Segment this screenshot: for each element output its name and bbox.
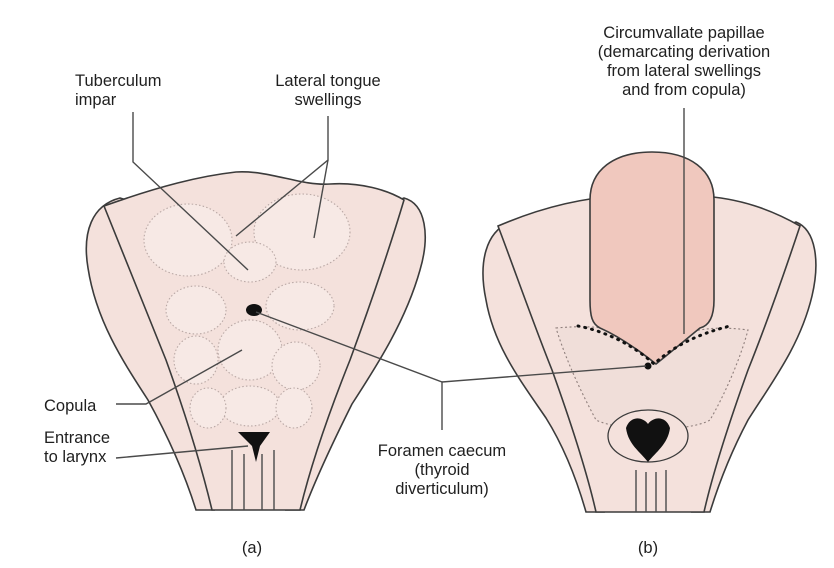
foramen-caecum-a bbox=[246, 304, 262, 316]
left-arch-swelling bbox=[174, 336, 218, 384]
copula-swelling bbox=[218, 320, 282, 380]
label-foramen-2: (thyroid bbox=[414, 461, 469, 479]
label-tuberculum-2: impar bbox=[75, 91, 117, 109]
tongue-body-b bbox=[590, 152, 714, 364]
label-circumvallate-1: Circumvallate papillae bbox=[603, 24, 764, 42]
right-lower-swelling bbox=[266, 282, 334, 330]
label-copula: Copula bbox=[44, 397, 97, 415]
label-lateral-2: swellings bbox=[295, 91, 362, 109]
panel-a-caption: (a) bbox=[242, 539, 262, 557]
left-lower-swelling bbox=[166, 286, 226, 334]
right-arytenoid bbox=[276, 388, 312, 428]
label-foramen-1: Foramen caecum bbox=[378, 442, 506, 460]
label-circumvallate-2: (demarcating derivation bbox=[598, 43, 770, 61]
right-arch-swelling bbox=[272, 342, 320, 390]
tuberculum-impar bbox=[224, 242, 276, 282]
label-entrance-2: to larynx bbox=[44, 448, 107, 466]
panel-b-illustration bbox=[483, 152, 816, 512]
label-circumvallate-3: from lateral swellings bbox=[607, 62, 761, 80]
label-tuberculum-1: Tuberculum bbox=[75, 72, 162, 90]
label-entrance-1: Entrance bbox=[44, 429, 110, 447]
label-lateral-1: Lateral tongue bbox=[275, 72, 381, 90]
left-arytenoid bbox=[190, 388, 226, 428]
left-tongue-swelling bbox=[144, 204, 232, 276]
label-foramen-3: diverticulum) bbox=[395, 480, 489, 498]
epiglottal-swelling bbox=[220, 386, 280, 426]
panel-a-illustration bbox=[86, 172, 425, 510]
label-circumvallate-4: and from copula) bbox=[622, 81, 746, 99]
panel-b-caption: (b) bbox=[638, 539, 658, 557]
